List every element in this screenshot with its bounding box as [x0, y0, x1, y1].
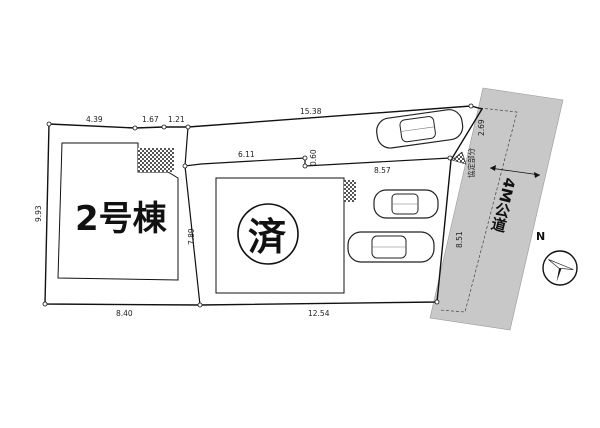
- agreement-line: [439, 107, 518, 313]
- sold-stamp: 済: [248, 215, 287, 259]
- boundary-point: [302, 163, 308, 169]
- agreement-area: [451, 151, 467, 165]
- dim-middle-vertical: 7.89: [187, 228, 196, 245]
- boundary-points: [42, 103, 474, 308]
- car-2: [373, 189, 439, 219]
- compass-north-label: N: [536, 230, 545, 243]
- boundary-point: [161, 124, 167, 130]
- arrow-head-left: [490, 165, 496, 171]
- lot-divider: [184, 126, 451, 167]
- boundary-point: [46, 121, 52, 127]
- lot2-hatch: [138, 148, 174, 172]
- lot2-building: [57, 142, 179, 281]
- lot-boundary: [44, 105, 484, 306]
- lot1-building: [215, 177, 345, 294]
- boundary-point: [468, 103, 474, 109]
- compass-needle: [548, 259, 562, 283]
- dim-top-d: 15.38: [300, 107, 322, 116]
- dim-inner-top: 6.11: [238, 150, 255, 159]
- boundary-point: [182, 163, 188, 169]
- dim-road-edge-top: 2.69: [477, 119, 486, 136]
- road-note-text: 協定部分: [466, 148, 476, 178]
- arrow-head-right: [534, 172, 540, 178]
- boundary-point: [132, 125, 138, 131]
- road-strip: [429, 87, 564, 331]
- road-note: 協定部分: [466, 148, 476, 178]
- lot1-hatch: [344, 180, 356, 202]
- dim-bottom-right: 12.54: [308, 309, 330, 318]
- boundary-point: [42, 301, 48, 307]
- lot2-label: 2号棟: [75, 199, 168, 239]
- car-1: [376, 109, 464, 149]
- dim-road-edge: 8.51: [455, 231, 464, 248]
- compass-needle-white: [548, 259, 574, 270]
- middle-boundary: [184, 165, 201, 306]
- dim-top-c: 1.21: [168, 115, 185, 124]
- road-width-arrow: [489, 167, 541, 176]
- dim-left: 9.93: [34, 205, 43, 222]
- boundary-point: [197, 302, 203, 308]
- boundary-point: [434, 299, 440, 305]
- dim-top-b: 1.67: [142, 115, 159, 124]
- boundary-point: [185, 124, 191, 130]
- compass: [542, 250, 578, 286]
- dim-inner-right: 8.57: [374, 166, 391, 175]
- boundary-point: [447, 155, 453, 161]
- boundary-point: [302, 155, 308, 161]
- car-3: [347, 231, 435, 263]
- sold-stamp-circle: [237, 203, 299, 265]
- dim-bottom-left: 8.40: [116, 309, 133, 318]
- dim-top-a: 4.39: [86, 115, 103, 124]
- dim-inner-step: 0.60: [309, 149, 318, 166]
